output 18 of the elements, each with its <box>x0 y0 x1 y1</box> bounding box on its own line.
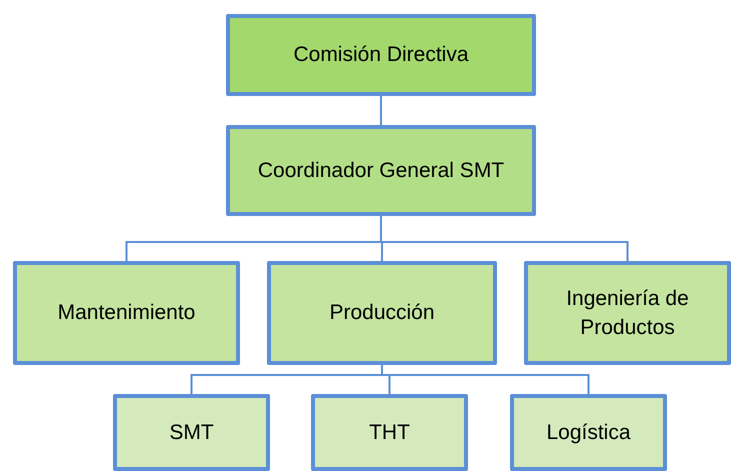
org-box <box>113 394 270 471</box>
box-label: Coordinador General SMT <box>256 158 506 184</box>
org-box <box>226 14 536 96</box>
box-label: Comisión Directiva <box>292 42 470 68</box>
connector-line <box>380 96 382 125</box>
box-label: THT <box>368 420 411 446</box>
org-box <box>524 261 731 365</box>
org-box <box>226 125 536 216</box>
connector-line <box>381 365 590 394</box>
box-label: SMT <box>168 420 215 446</box>
box-label: Mantenimiento <box>56 300 196 326</box>
org-box <box>510 394 667 471</box>
org-box <box>267 261 497 365</box>
org-box <box>13 261 240 365</box>
org-box <box>311 394 468 471</box>
box-label: Logística <box>545 420 632 446</box>
box-label: Producción <box>328 300 436 326</box>
box-label: Ingeniería de Productos <box>565 286 690 341</box>
